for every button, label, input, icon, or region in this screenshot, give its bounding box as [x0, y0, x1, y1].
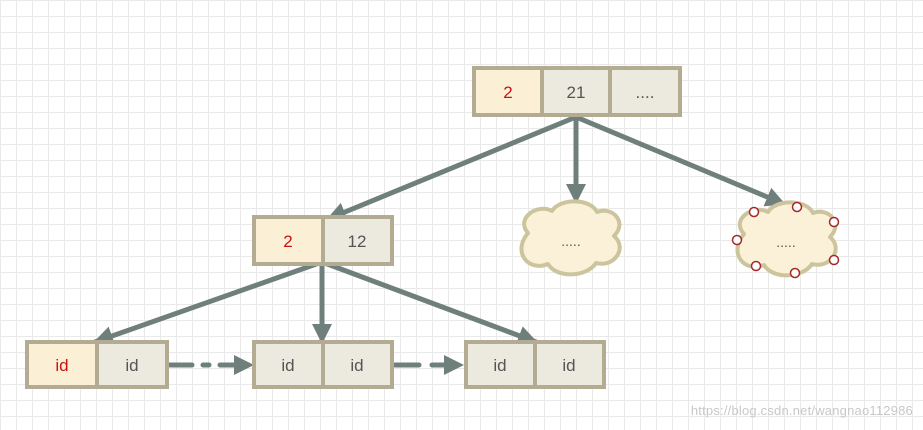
leaf-1-value-label: id — [125, 356, 138, 375]
internal-key-label: 2 — [283, 232, 292, 251]
leaf-3-cell-1 — [533, 340, 606, 389]
leaf-node-2[interactable]: id id — [252, 340, 394, 389]
root-ellipsis-label: .... — [636, 83, 655, 102]
leaf-1-key-label: id — [55, 356, 68, 375]
leaf-2-cell-1 — [321, 340, 394, 389]
leaf-1-cell-1 — [95, 340, 169, 389]
leaf-node-3[interactable]: id id — [464, 340, 606, 389]
selection-handle[interactable] — [731, 234, 743, 246]
root-cell-0 — [472, 66, 544, 117]
edge-internal-to-leaf-3 — [319, 259, 539, 346]
root-node[interactable]: 2 21 .... — [472, 66, 682, 117]
selection-handles[interactable] — [731, 201, 840, 279]
leaf-2-cell-0 — [252, 340, 325, 389]
right-cloud[interactable]: ..... — [731, 200, 840, 279]
root-value-label: 21 — [567, 83, 586, 102]
leaf-3-value-label: id — [562, 356, 575, 375]
root-cell-2 — [608, 66, 682, 117]
leaf-2-key-label: id — [281, 356, 294, 375]
root-key-label: 2 — [503, 83, 512, 102]
right-cloud-shape — [735, 200, 838, 278]
edge-root-to-internal — [325, 114, 579, 222]
internal-value-label: 12 — [348, 232, 367, 251]
leaf-3-key-label: id — [493, 356, 506, 375]
leaf-3-cell-0 — [464, 340, 537, 389]
selection-handle[interactable] — [791, 201, 803, 213]
selection-handle[interactable] — [750, 260, 762, 272]
leaf-2-value-label: id — [350, 356, 363, 375]
selection-handle[interactable] — [828, 254, 840, 266]
middle-cloud[interactable]: ..... — [519, 199, 622, 277]
edge-root-to-right-cloud — [573, 114, 787, 207]
root-cell-1 — [540, 66, 612, 117]
edges — [92, 114, 787, 375]
selection-handle[interactable] — [828, 216, 840, 228]
internal-node[interactable]: 2 12 — [252, 215, 394, 266]
middle-cloud-label: ..... — [561, 233, 580, 249]
selection-handle[interactable] — [789, 267, 801, 279]
right-cloud-label: ..... — [776, 234, 795, 250]
internal-cell-1 — [321, 215, 394, 266]
edge-internal-to-leaf-1 — [92, 259, 325, 346]
watermark: https://blog.csdn.net/wangnao112986 — [690, 403, 913, 418]
middle-cloud-shape — [519, 199, 622, 277]
leaf-node-1[interactable]: id id — [25, 340, 169, 389]
selection-handle[interactable] — [748, 206, 760, 218]
